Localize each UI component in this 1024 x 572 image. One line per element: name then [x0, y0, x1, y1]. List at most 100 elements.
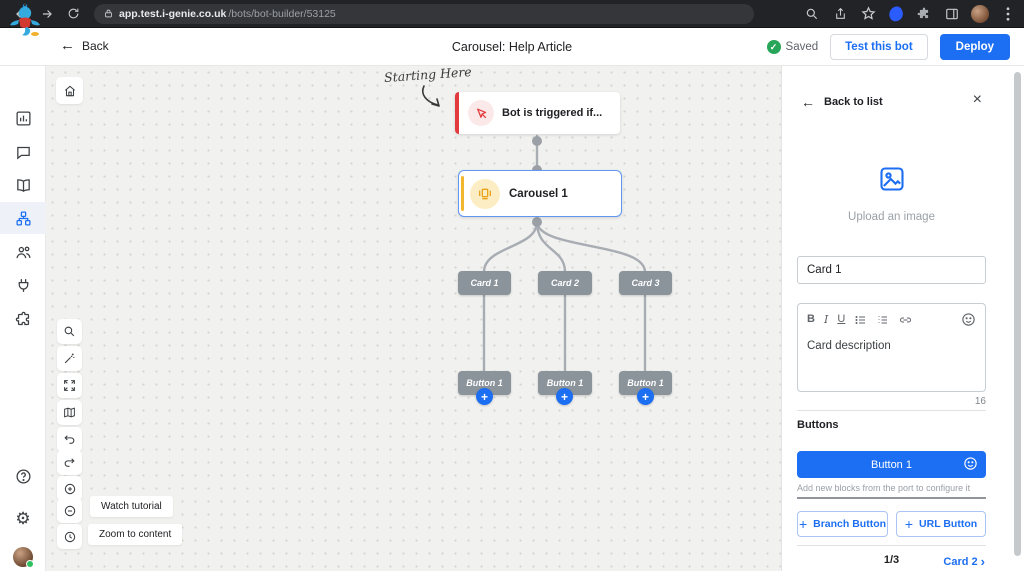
image-upload-area[interactable]: Upload an image	[797, 154, 986, 234]
card-node-1[interactable]: Card 1	[458, 271, 511, 295]
card-node-3[interactable]: Card 3	[619, 271, 672, 295]
home-icon	[64, 85, 75, 96]
trigger-output-port[interactable]	[532, 136, 542, 146]
card-button-1-label: Button 1	[871, 458, 912, 471]
plus-icon: +	[798, 516, 808, 532]
address-bar[interactable]: app.test.i-genie.co.uk/bots/bot-builder/…	[94, 3, 754, 24]
browser-menu-icon[interactable]	[996, 3, 1020, 25]
extensions-puzzle-icon[interactable]	[912, 3, 936, 25]
canvas-search-button[interactable]	[57, 319, 82, 344]
trigger-node[interactable]: Bot is triggered if...	[455, 92, 620, 134]
avatar	[13, 547, 34, 568]
browser-toolbar: app.test.i-genie.co.uk/bots/bot-builder/…	[0, 0, 1024, 28]
saved-check-icon: ✓	[766, 40, 781, 54]
card-node-label: Card 2	[550, 278, 579, 288]
add-url-button[interactable]: + URL Button	[896, 511, 986, 537]
carousel-icon	[470, 178, 500, 209]
browser-search-icon[interactable]	[800, 3, 824, 25]
button-node-2[interactable]: Button 1	[538, 371, 592, 395]
carousel-node[interactable]: Carousel 1	[458, 170, 622, 217]
underline-button[interactable]: U	[837, 313, 846, 325]
saved-label: Saved	[785, 41, 819, 53]
card-button-1[interactable]: Button 1	[797, 451, 986, 478]
browser-forward-button[interactable]	[34, 3, 60, 25]
plus-icon: +	[560, 389, 568, 404]
upload-image-label: Upload an image	[848, 211, 935, 223]
help-icon	[15, 468, 32, 485]
search-icon	[64, 326, 75, 337]
sidebar-item-analytics[interactable]	[0, 103, 46, 133]
sidebar-item-integrations[interactable]	[0, 270, 46, 300]
sidebar-profile-avatar[interactable]	[0, 542, 46, 572]
button-emoji-icon[interactable]	[963, 456, 978, 471]
deploy-button[interactable]: Deploy	[939, 34, 1010, 60]
book-icon	[15, 177, 32, 194]
side-panel-icon[interactable]	[940, 3, 964, 25]
editor-emoji-button[interactable]	[961, 312, 976, 327]
button-node-label: Button 1	[627, 378, 664, 388]
add-branch-button[interactable]: + Branch Button	[797, 511, 888, 537]
branch-button-label: Branch Button	[813, 518, 887, 530]
zoom-out-button[interactable]	[57, 498, 82, 523]
chat-icon	[15, 144, 32, 161]
redo-button[interactable]	[57, 450, 82, 475]
fit-view-button[interactable]	[57, 373, 82, 398]
back-to-list-button[interactable]: ← Back to list	[801, 95, 883, 109]
panel-scrollbar[interactable]	[1014, 72, 1021, 556]
minimap-button[interactable]	[57, 400, 82, 425]
carousel-output-port[interactable]	[532, 217, 542, 227]
next-card-link[interactable]: Card 2 ›	[943, 554, 985, 569]
italic-button[interactable]: I	[823, 313, 829, 326]
add-block-port-2[interactable]: +	[556, 388, 573, 405]
divider	[797, 497, 986, 499]
card-pagination: 1/3	[883, 554, 900, 566]
bold-button[interactable]: B	[807, 313, 815, 325]
app-logo	[6, 1, 44, 39]
card-node-2[interactable]: Card 2	[538, 271, 592, 295]
sidebar-item-addons[interactable]	[0, 304, 46, 334]
sidebar-item-knowledge[interactable]	[0, 170, 46, 200]
bookmark-star-icon[interactable]	[856, 3, 880, 25]
sidebar-item-chat[interactable]	[0, 137, 46, 167]
flow-canvas[interactable]: Starting Here Bot is triggered if... Car…	[46, 66, 781, 571]
link-button[interactable]	[898, 314, 913, 326]
chevron-right-icon: ›	[980, 554, 985, 569]
undo-button[interactable]	[57, 427, 82, 452]
browser-reload-button[interactable]	[60, 3, 86, 25]
zoom-to-content-label[interactable]: Zoom to content	[88, 524, 183, 545]
card-node-label: Card 3	[631, 278, 660, 288]
card-editor-panel: ← Back to list × Upload an image B I U C…	[781, 66, 1024, 571]
bullet-list-button[interactable]	[854, 314, 867, 326]
zoom-in-button[interactable]	[57, 476, 82, 501]
sidebar-item-help[interactable]	[0, 461, 46, 491]
image-icon	[879, 167, 904, 191]
analytics-icon	[15, 110, 32, 127]
history-button[interactable]	[57, 524, 82, 549]
sidebar-item-users[interactable]	[0, 237, 46, 267]
home-button[interactable]	[56, 77, 83, 104]
close-panel-button[interactable]: ×	[972, 91, 982, 108]
extension-blue-icon[interactable]	[884, 3, 908, 25]
undo-icon	[64, 435, 75, 444]
add-block-port-1[interactable]: +	[476, 388, 493, 405]
button-node-label: Button 1	[466, 378, 503, 388]
test-bot-button[interactable]: Test this bot	[830, 34, 928, 60]
zoom-out-icon	[64, 505, 75, 516]
numbered-list-button[interactable]	[876, 314, 889, 326]
back-label: Back	[82, 38, 109, 53]
sidebar-item-bot-builder[interactable]	[0, 202, 46, 234]
browser-share-icon[interactable]	[828, 3, 852, 25]
lock-icon	[104, 8, 113, 19]
magic-wand-button[interactable]	[57, 346, 82, 371]
watch-tutorial-label[interactable]: Watch tutorial	[90, 496, 173, 517]
sidebar-item-settings[interactable]: ⚙	[0, 503, 46, 533]
card-description-field[interactable]: Card description	[807, 340, 891, 352]
buttons-section-label: Buttons	[797, 419, 839, 431]
browser-profile-avatar[interactable]	[968, 3, 992, 25]
card-title-input[interactable]	[797, 256, 986, 284]
zoom-in-icon	[64, 483, 75, 494]
add-block-port-3[interactable]: +	[637, 388, 654, 405]
back-button[interactable]: ← Back	[60, 38, 109, 53]
divider	[797, 545, 986, 546]
plus-icon: +	[641, 389, 649, 404]
